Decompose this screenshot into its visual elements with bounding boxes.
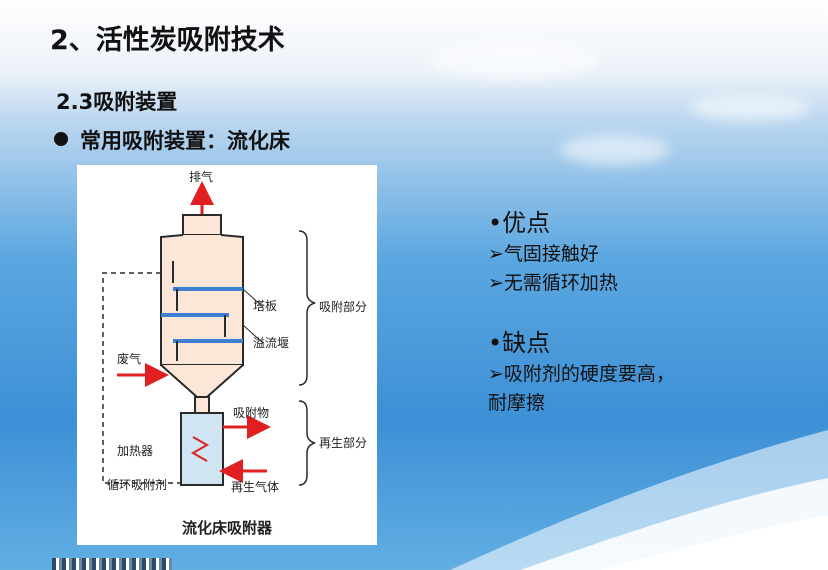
- section-subtitle: 2.3吸附装置: [56, 90, 178, 114]
- fluidized-bed-diagram: 排气 塔板 溢流堰 废气: [77, 165, 377, 545]
- cons-item: 耐摩擦: [488, 392, 546, 414]
- label-regeneration-section: 再生部分: [319, 435, 367, 450]
- tray-icon: [161, 261, 243, 361]
- label-adsorption-section: 吸附部分: [319, 299, 367, 314]
- cloud-decoration: [690, 95, 810, 121]
- label-adsorbate: 吸附物: [233, 406, 269, 420]
- label-heater: 加热器: [117, 444, 153, 458]
- circulation-loop: [102, 272, 181, 484]
- vessel-top: [182, 214, 222, 236]
- overflow-leader: [242, 324, 264, 344]
- cons-heading: •缺点: [488, 329, 551, 357]
- heater-coil-icon: [190, 436, 210, 462]
- bullet-text: 常用吸附装置：流化床: [80, 129, 290, 153]
- page-title: 2、活性炭吸附技术: [50, 25, 285, 56]
- footer-logo-strip: [52, 558, 172, 570]
- vessel-body: [160, 234, 244, 366]
- cons-block: •缺点 ➢吸附剂的硬度要高， 耐摩擦: [488, 326, 675, 418]
- label-circulating: 循环吸附剂: [107, 477, 167, 492]
- label-overflow: 溢流堰: [253, 336, 289, 350]
- adsorption-brace: [298, 230, 316, 386]
- cloud-decoration: [560, 135, 670, 165]
- pros-block: •优点 ➢气固接触好 ➢无需循环加热: [488, 206, 618, 298]
- tray-leader: [242, 288, 264, 308]
- cloud-decoration: [430, 40, 600, 80]
- pros-item: ➢气固接触好: [488, 243, 599, 265]
- pros-heading: •优点: [488, 209, 551, 237]
- title-band: [0, 0, 828, 78]
- vessel-neck: [194, 396, 210, 414]
- vessel-cone: [160, 364, 244, 398]
- regeneration-brace: [298, 400, 316, 486]
- label-waste-gas: 废气: [117, 351, 141, 366]
- figure-caption: 流化床吸附器: [182, 519, 273, 537]
- label-exhaust: 排气: [189, 169, 213, 184]
- bullet-dot-icon: [54, 132, 68, 146]
- pros-item: ➢无需循环加热: [488, 272, 618, 294]
- label-tray: 塔板: [253, 299, 277, 313]
- label-regen-gas: 再生气体: [231, 479, 279, 494]
- cons-item: ➢吸附剂的硬度要高，: [488, 363, 675, 385]
- bullet-heading: 常用吸附装置：流化床: [54, 125, 290, 155]
